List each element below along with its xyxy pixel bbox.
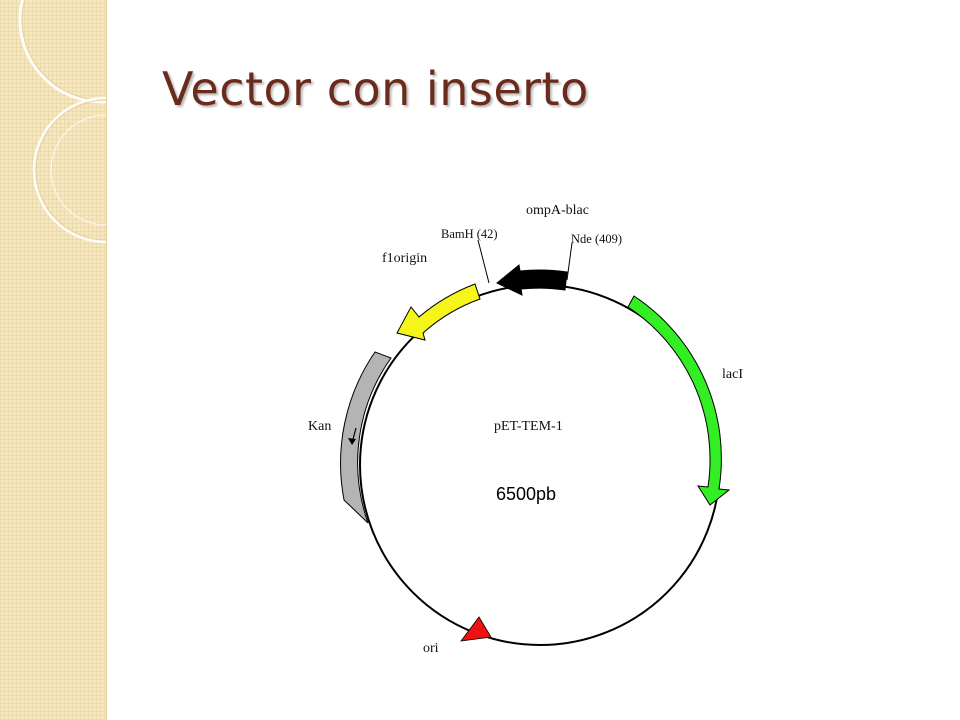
ompa-blac-label: ompA-blac	[526, 203, 589, 218]
laci-feature-arrow	[627, 295, 731, 506]
f1-origin-label: f1origin	[382, 251, 427, 266]
plasmid-name-label: pET-TEM-1	[494, 419, 563, 434]
kan-label: Kan	[308, 419, 331, 434]
kan-feature-block	[340, 351, 392, 524]
decorative-rings	[18, 0, 106, 244]
laci-label: lacI	[722, 367, 743, 382]
bamh-site-label: BamH (42)	[441, 227, 498, 241]
plasmid-size-label: 6500pb	[496, 484, 556, 504]
ompa-blac-feature-arrow	[496, 264, 568, 296]
bamh-site-tick	[477, 239, 490, 284]
decorative-side-band	[0, 0, 107, 720]
kan-direction-arrowhead	[348, 438, 356, 445]
nde-site-label: Nde (409)	[571, 232, 622, 246]
slide-title: Vector con inserto	[162, 62, 589, 116]
f1-origin-feature-arrow	[396, 283, 481, 341]
ori-label: ori	[423, 641, 439, 656]
ori-marker	[460, 616, 492, 642]
nde-site-tick	[566, 242, 573, 281]
